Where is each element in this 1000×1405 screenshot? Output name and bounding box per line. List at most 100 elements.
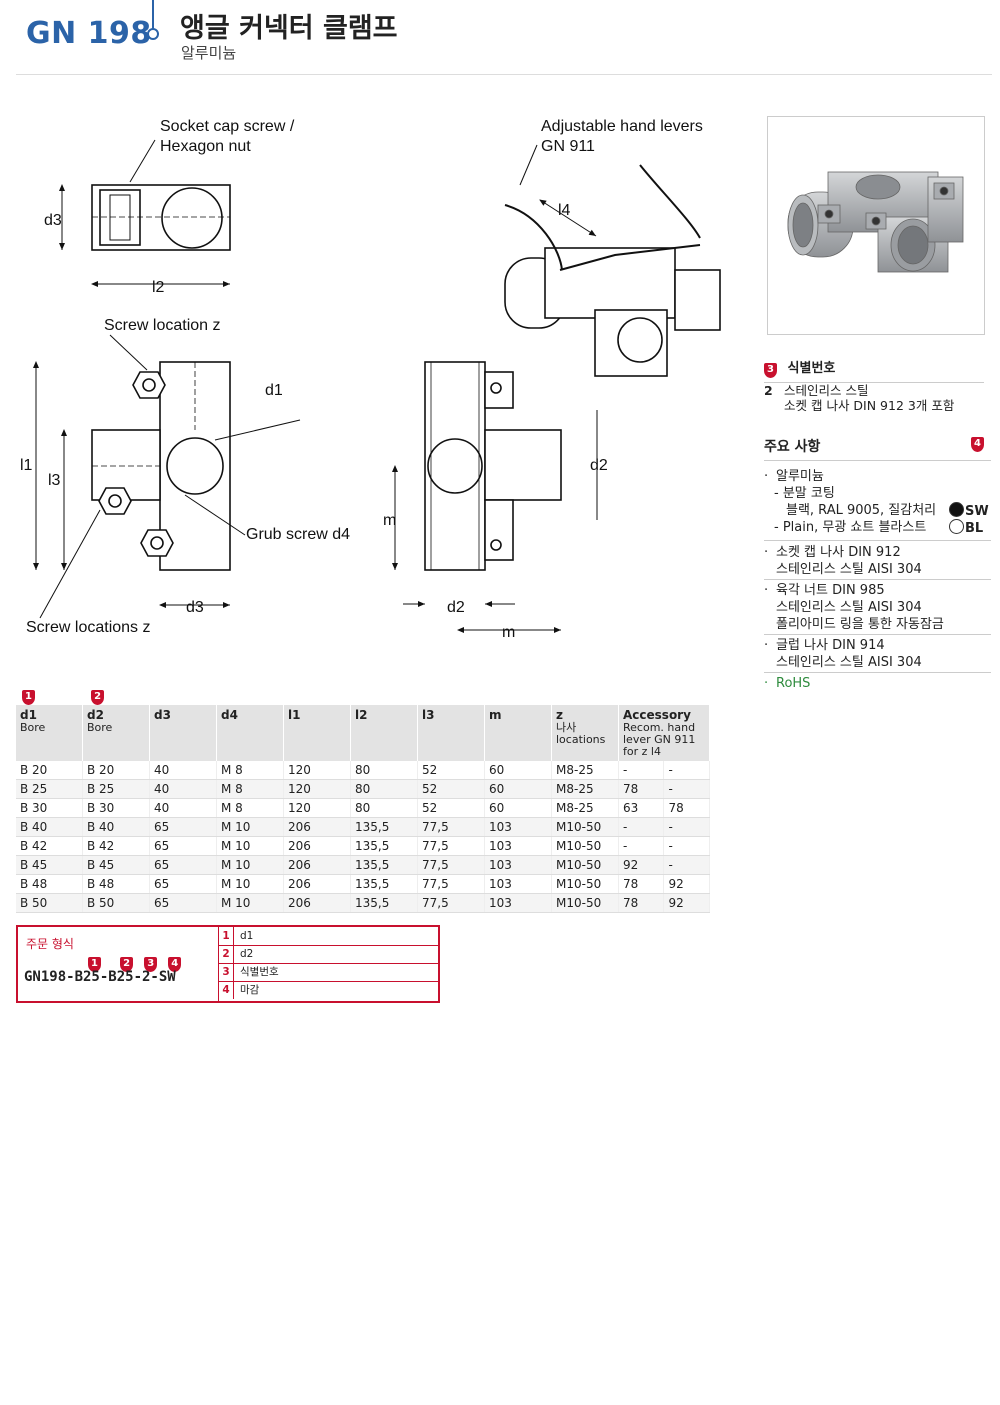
dim-l3: l3 <box>48 472 61 489</box>
dim-d3: d3 <box>186 599 204 616</box>
table-cell: 77,5 <box>417 855 485 875</box>
notes-badge: 4 <box>971 437 984 452</box>
table-cell: 103 <box>484 893 552 913</box>
table-cell: - <box>663 855 710 875</box>
table-cell: M10-50 <box>551 817 619 837</box>
table-cell: M10-50 <box>551 855 619 875</box>
label-socket-cap-1: Socket cap screw / <box>160 118 295 135</box>
table-cell: 206 <box>283 874 351 894</box>
table-cell: M 8 <box>216 798 284 818</box>
header-rule <box>16 74 992 75</box>
badge-2: 2 <box>91 690 105 705</box>
table-cell: 40 <box>149 798 217 818</box>
dim-m-vertical: m <box>383 512 396 529</box>
table-cell: 135,5 <box>350 874 418 894</box>
notes-heading: 주요 사항 <box>764 439 821 455</box>
table-cell: B 30 <box>16 798 83 818</box>
table-cell: 65 <box>149 874 217 894</box>
table-cell: M10-50 <box>551 836 619 856</box>
table-cell: B 42 <box>16 836 83 856</box>
identification-number: 2 <box>764 383 773 398</box>
table-cell: 60 <box>484 779 552 799</box>
table-cell: 120 <box>283 798 351 818</box>
header-divider <box>152 0 154 30</box>
table-cell: 40 <box>149 779 217 799</box>
table-cell: - <box>663 761 710 780</box>
table-cell: 206 <box>283 817 351 837</box>
identification-line1: 스테인리스 스틸 <box>784 383 869 398</box>
table-cell: 65 <box>149 836 217 856</box>
table-cell: M 10 <box>216 817 284 837</box>
table-cell: - <box>618 761 665 780</box>
table-cell: 92 <box>663 874 710 894</box>
order-title: 주문 형식 <box>26 937 74 951</box>
table-cell: M 8 <box>216 761 284 780</box>
table-cell: M 8 <box>216 779 284 799</box>
table-cell: M10-50 <box>551 874 619 894</box>
identification-line2: 소켓 캡 나사 DIN 912 3개 포함 <box>784 398 955 413</box>
table-cell: 65 <box>149 817 217 837</box>
header-dot <box>147 28 159 40</box>
identification-badge: 3 <box>764 363 777 378</box>
dim-d2: d2 <box>447 599 465 616</box>
col-l2: l2 <box>350 705 418 761</box>
swatch-sw <box>949 502 964 517</box>
note-rohs: ·RoHS <box>764 676 811 691</box>
note-socket-cap: ·소켓 캡 나사 DIN 912 스테인리스 스틸 AISI 304 <box>764 545 922 577</box>
table-cell: 80 <box>350 798 418 818</box>
col-l1: l1 <box>283 705 351 761</box>
table-cell: 78 <box>618 893 665 913</box>
identification-title: 식별번호 <box>787 361 836 376</box>
table-cell: 206 <box>283 836 351 856</box>
technical-drawing: Socket cap screw / Hexagon nut Adjustabl… <box>20 118 721 641</box>
table-cell: 40 <box>149 761 217 780</box>
table-cell: 52 <box>417 761 485 780</box>
dim-d3-top: d3 <box>44 212 62 229</box>
label-socket-cap-2: Hexagon nut <box>160 138 251 155</box>
table-cell: 103 <box>484 817 552 837</box>
page-subtitle: 알루미늄 <box>181 44 237 62</box>
table-cell: 65 <box>149 855 217 875</box>
table-cell: 63 <box>618 798 665 818</box>
dim-d1: d1 <box>265 382 283 399</box>
table-cell: 60 <box>484 761 552 780</box>
table-cell: 65 <box>149 893 217 913</box>
table-cell: 52 <box>417 779 485 799</box>
table-cell: 77,5 <box>417 836 485 856</box>
table-cell: B 20 <box>82 761 150 780</box>
dim-l2: l2 <box>152 279 165 296</box>
table-badges: 1 2 <box>22 684 105 705</box>
table-cell: 135,5 <box>350 893 418 913</box>
col-l3: l3 <box>417 705 485 761</box>
table-cell: M8-25 <box>551 779 619 799</box>
dim-m: m <box>502 624 515 641</box>
table-cell: 206 <box>283 893 351 913</box>
table-cell: 135,5 <box>350 836 418 856</box>
table-cell: - <box>663 817 710 837</box>
dim-d2-vertical: d2 <box>590 457 608 474</box>
table-cell: 80 <box>350 761 418 780</box>
table-cell: 135,5 <box>350 817 418 837</box>
dim-l1: l1 <box>20 457 33 474</box>
table-cell: 78 <box>663 798 710 818</box>
table-cell: 120 <box>283 779 351 799</box>
label-screw-locations: Screw locations z <box>26 619 151 636</box>
table-cell: M 10 <box>216 855 284 875</box>
col-d3: d3 <box>149 705 217 761</box>
table-cell: 120 <box>283 761 351 780</box>
